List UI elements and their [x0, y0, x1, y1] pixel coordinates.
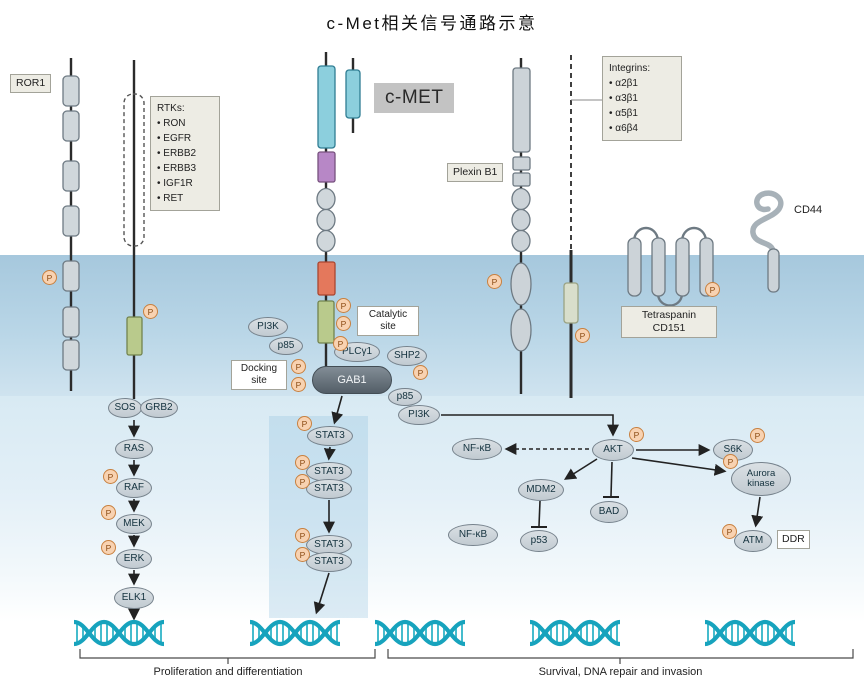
node-p85: p85 — [269, 337, 303, 355]
rtks-item: RON — [157, 116, 213, 131]
node-stat3: STAT3 — [307, 426, 353, 446]
phospho-badge: P — [295, 528, 310, 543]
cd44-label: CD44 — [794, 204, 823, 216]
node-raf: RAF — [116, 478, 152, 498]
integrins-box-title: Integrins: — [609, 63, 651, 74]
ror1-receptor — [62, 75, 80, 371]
outcome-right: Survival, DNA repair and invasion — [538, 666, 703, 678]
node-nfkb: NF-κB — [448, 524, 498, 546]
phospho-badge: P — [101, 505, 116, 520]
node-erk: ERK — [116, 549, 152, 569]
phospho-badge: P — [487, 274, 502, 289]
rtks-item: ERBB2 — [157, 146, 213, 161]
phospho-badge: P — [722, 524, 737, 539]
phospho-badge: P — [336, 298, 351, 313]
integrins-item: α5β1 — [609, 106, 675, 121]
phospho-badge: P — [291, 377, 306, 392]
node-nfkb: NF-κB — [452, 438, 502, 460]
phospho-badge: P — [103, 469, 118, 484]
tetraspanin-label: Tetraspanin CD151 — [621, 306, 717, 339]
phospho-badge: P — [291, 359, 306, 374]
membrane-zone — [0, 255, 864, 396]
integrins-item: α3β1 — [609, 91, 675, 106]
node-p53: p53 — [520, 530, 558, 552]
node-gab1: GAB1 — [312, 366, 392, 394]
cytoplasm-zone — [0, 396, 864, 622]
integrins-item: α2β1 — [609, 76, 675, 91]
phospho-badge: P — [629, 427, 644, 442]
node-shp2: SHP2 — [387, 346, 427, 366]
stat3-pathway-band — [269, 416, 368, 618]
node-stat3: STAT3 — [306, 552, 352, 572]
node-atm: ATM — [734, 530, 772, 552]
cd44-receptor — [750, 190, 784, 293]
ror1-label: ROR1 — [10, 74, 52, 94]
phospho-badge: P — [750, 428, 765, 443]
phospho-badge: P — [295, 547, 310, 562]
rtks-item: RET — [157, 191, 213, 206]
node-s6k: S6K — [713, 439, 753, 461]
node-bad: BAD — [590, 501, 628, 523]
outcome-left: Proliferation and differentiation — [153, 666, 303, 678]
cmet-label: c-MET — [374, 83, 455, 113]
node-mek: MEK — [116, 514, 152, 534]
phospho-badge: P — [723, 454, 738, 469]
node-elk1: ELK1 — [114, 587, 154, 609]
outcome-brackets — [79, 649, 854, 664]
phospho-badge: P — [101, 540, 116, 555]
node-grb2: GRB2 — [140, 398, 178, 418]
phospho-badge: P — [297, 416, 312, 431]
node-p85: p85 — [388, 388, 422, 406]
phospho-badge: P — [705, 282, 720, 297]
node-sos: SOS — [108, 398, 142, 418]
dna-helices — [74, 622, 795, 644]
node-stat3: STAT3 — [306, 479, 352, 499]
plexin-b1-label: Plexin B1 — [447, 163, 504, 183]
page-title: c-Met相关信号通路示意 — [326, 14, 538, 33]
phospho-badge: P — [336, 316, 351, 331]
rtks-item: IGF1R — [157, 176, 213, 191]
integrins-box: Integrins: α2β1 α3β1 α5β1 α6β4 — [602, 56, 682, 141]
phospho-badge: P — [143, 304, 158, 319]
catalytic-site-label: Catalytic site — [357, 306, 419, 336]
cmet-receptor — [316, 65, 361, 344]
activation-arrows — [128, 395, 764, 621]
rtks-box-title: RTKs: — [157, 103, 185, 114]
phospho-badge: P — [42, 270, 57, 285]
inhibition-arrows — [531, 461, 619, 528]
rtk-receptor — [123, 93, 145, 356]
phospho-badge: P — [295, 455, 310, 470]
node-pi3k: PI3K — [248, 317, 288, 337]
node-aurora-kinase: Aurora kinase — [731, 462, 791, 496]
node-akt: AKT — [592, 439, 634, 461]
integrin-domain — [563, 282, 579, 324]
phospho-badge: P — [333, 336, 348, 351]
rtks-item: ERBB3 — [157, 161, 213, 176]
node-mdm2: MDM2 — [518, 479, 564, 501]
rtks-item: EGFR — [157, 131, 213, 146]
rtks-box: RTKs: RON EGFR ERBB2 ERBB3 IGF1R RET — [150, 96, 220, 211]
tetraspanin-receptor — [627, 226, 714, 307]
phospho-badge: P — [295, 474, 310, 489]
node-pi3k: PI3K — [398, 405, 440, 425]
integrins-item: α6β4 — [609, 121, 675, 136]
plexin-receptor — [510, 67, 532, 352]
ddr-label: DDR — [777, 530, 810, 549]
docking-site-label: Docking site — [231, 360, 287, 390]
node-ras: RAS — [115, 439, 153, 459]
phospho-badge: P — [575, 328, 590, 343]
phospho-badge: P — [413, 365, 428, 380]
